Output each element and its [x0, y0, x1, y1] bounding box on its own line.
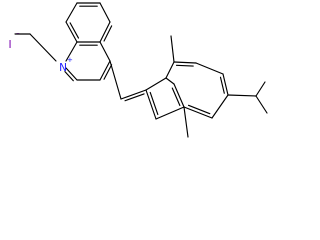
methyl-bond: [183, 106, 189, 138]
ring-bond: [99, 21, 111, 43]
ring-bond: [222, 73, 229, 96]
n-methyl-bond: [29, 33, 57, 62]
ring-bond: [183, 106, 213, 119]
ring-bond: [145, 77, 167, 91]
ring-bond: [65, 21, 78, 43]
ring-bond-inner: [103, 64, 113, 80]
bond-lines: [14, 2, 268, 138]
vinyl-bond: [109, 60, 122, 100]
ring-bond: [211, 94, 229, 119]
nitrogen-label: N: [59, 62, 67, 74]
isopropyl-methyl-bond: [255, 95, 268, 114]
ring-bond-inner: [171, 87, 181, 107]
ring-bond-inner: [69, 22, 80, 39]
isopropyl-bond: [227, 94, 257, 97]
ring-bond-inner: [175, 64, 194, 67]
ring-bond-inner: [219, 76, 225, 94]
ring-bond: [155, 106, 185, 120]
ring-bond: [145, 89, 157, 120]
ring-bond: [65, 41, 78, 62]
isopropyl-methyl-bond: [255, 81, 266, 97]
nitrogen-charge: +: [67, 56, 73, 64]
ring-bond-inner: [187, 104, 211, 115]
ring-bond: [165, 77, 175, 85]
ring-bond-inner: [103, 25, 113, 42]
ring-bond: [65, 67, 78, 81]
methyl-bond: [170, 35, 175, 63]
vinyl-double-bond: [120, 89, 147, 100]
ring-bond: [165, 61, 175, 79]
ring-bond: [65, 2, 78, 23]
ring-bond: [195, 62, 224, 75]
ring-bond: [99, 60, 111, 81]
ring-bond: [173, 83, 185, 108]
ring-bond: [99, 2, 111, 23]
iodide-charge: ⁻: [16, 31, 20, 39]
vinyl-double-bond-inner: [124, 93, 145, 102]
ring-bond: [99, 41, 111, 62]
iodide-label: I: [8, 39, 11, 51]
ring-bond: [173, 61, 197, 64]
ring-bond-inner: [149, 91, 159, 116]
structure-diagram: I ⁻ N +: [8, 2, 268, 138]
ring-bond-inner: [64, 71, 74, 82]
